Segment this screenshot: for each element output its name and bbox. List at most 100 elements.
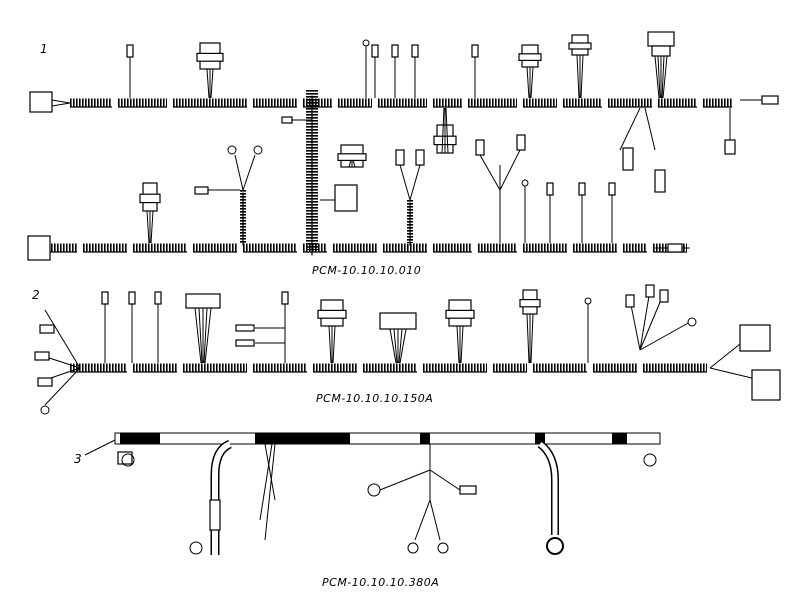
ring-terminal (253, 145, 263, 155)
ring-terminal (584, 297, 592, 305)
wire (639, 294, 664, 351)
leader-line (84, 439, 116, 456)
wire (619, 107, 641, 151)
connector-latch (568, 42, 592, 50)
connector-latch (196, 52, 224, 62)
wire (206, 68, 210, 99)
wire (629, 299, 641, 351)
wire (389, 328, 397, 364)
pin-terminal (459, 485, 477, 495)
wire (259, 443, 273, 521)
connector-latch (519, 299, 541, 308)
wire (526, 313, 530, 364)
wire (194, 307, 202, 364)
ring-terminal (40, 405, 50, 415)
wire (393, 328, 398, 364)
harness-3-branch (212, 441, 232, 555)
pin-terminal (395, 149, 405, 166)
pin-terminal (371, 44, 379, 58)
pin-terminal (37, 377, 53, 387)
wire (332, 325, 336, 364)
wire (203, 307, 208, 364)
wire (264, 443, 276, 541)
pin-terminal (667, 243, 683, 253)
multi-pin-connector (739, 324, 771, 352)
harness-3-trunk (114, 432, 661, 445)
harness-1-end-connector-2 (27, 235, 51, 261)
wire (150, 210, 154, 244)
pin-terminal (415, 149, 425, 166)
wire (328, 325, 332, 364)
tape-band (535, 433, 545, 444)
wire (398, 328, 403, 364)
wire (441, 107, 445, 154)
wire (526, 66, 530, 99)
wire (352, 159, 356, 168)
harness-3-branch (538, 441, 558, 535)
wire (264, 443, 276, 501)
wire (429, 499, 441, 541)
wire (644, 107, 656, 151)
pin-terminal (281, 291, 289, 305)
pin-terminal (34, 351, 50, 361)
wire (499, 149, 521, 191)
harness-3-designation: РСМ-10.10.10.380А (322, 576, 440, 589)
wire (639, 289, 651, 351)
wire (379, 469, 431, 491)
ring-terminal (546, 537, 564, 555)
wire (456, 325, 460, 364)
pin-terminal (235, 324, 255, 332)
ring-terminal (362, 39, 370, 47)
wire (51, 102, 71, 107)
wire (399, 328, 407, 364)
wire (348, 159, 352, 168)
wire (479, 154, 501, 191)
pin-terminal (126, 44, 134, 58)
wire (414, 499, 431, 541)
wire (530, 313, 534, 364)
connector-boot (651, 45, 671, 57)
connector-latch (317, 309, 347, 319)
battery-clamp (121, 453, 135, 467)
wire (242, 154, 256, 191)
ring-terminal (367, 483, 381, 497)
sleeve (209, 499, 221, 531)
pin-terminal (659, 289, 669, 303)
wire (409, 164, 421, 201)
ring-terminal (437, 542, 449, 554)
tape-band (420, 433, 430, 444)
callout-number-3: 3 (74, 452, 82, 466)
pin-terminal (608, 182, 616, 196)
battery-clamp (117, 451, 133, 465)
pin-terminal (578, 182, 586, 196)
pin-terminal (516, 134, 526, 151)
wire (210, 68, 214, 99)
wire (146, 210, 150, 244)
harness-1-end-connector (29, 91, 53, 113)
ring-terminal (521, 179, 529, 187)
pin-terminal (411, 44, 419, 58)
battery-clamp (643, 453, 657, 467)
pin-terminal (622, 147, 634, 171)
wire (662, 55, 668, 99)
pin-terminal (645, 284, 655, 298)
wire (44, 367, 81, 406)
multi-pin-connector (334, 184, 358, 212)
wire (44, 309, 81, 369)
ring-terminal (687, 317, 697, 327)
ring-terminal (407, 542, 419, 554)
wire (429, 469, 461, 491)
callout-number-1: 1 (40, 42, 48, 56)
pin-terminal (654, 169, 666, 193)
multi-pin-connector (379, 312, 417, 330)
wire (234, 154, 244, 191)
pin-terminal (39, 324, 55, 334)
pin-terminal (724, 139, 736, 155)
pin-terminal (546, 182, 554, 196)
multi-pin-connector (185, 293, 221, 309)
wire (445, 107, 449, 154)
connector-latch (139, 193, 161, 204)
pin-terminal (154, 291, 162, 305)
